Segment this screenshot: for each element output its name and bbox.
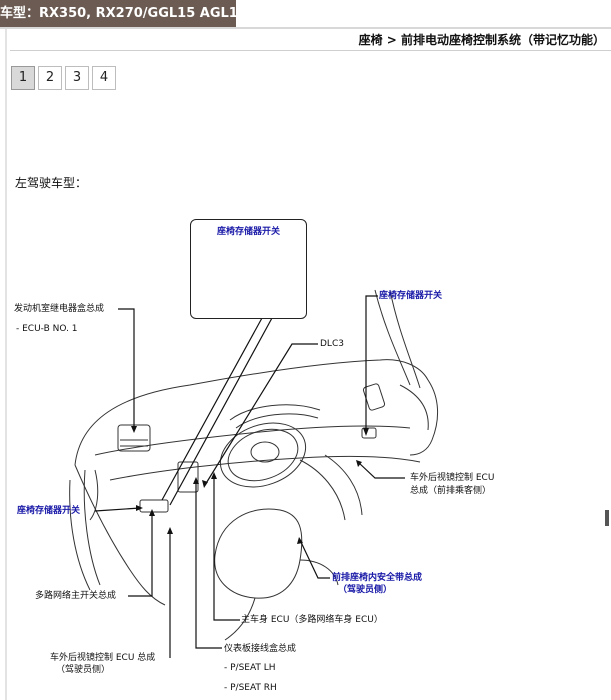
leader-inset-1 bbox=[161, 317, 263, 501]
leader-belt bbox=[299, 539, 330, 579]
label-seat-memory-switch-left: 座椅存储器开关 bbox=[17, 506, 81, 516]
steering-wheel bbox=[219, 422, 307, 488]
leader-seat-switch-right bbox=[365, 295, 378, 432]
label-main-body-ecu: 主车身 ECU（多路网络车身 ECU） bbox=[241, 615, 383, 625]
label-pseat-lh: - P/SEAT LH bbox=[224, 663, 276, 673]
leader-multiplex bbox=[128, 512, 153, 597]
label-junction-block: 仪表板接线盒总成 bbox=[224, 644, 297, 654]
leader-mirror-passenger bbox=[357, 461, 405, 479]
label-multiplex-switch: 多路网络主开关总成 bbox=[35, 591, 117, 601]
top-rule bbox=[0, 27, 611, 29]
label-seat-memory-switch-right: 座椅存储器开关 bbox=[379, 291, 443, 301]
driver-seat bbox=[214, 508, 303, 599]
label-mirror-ecu-passenger-line1: 车外后视镜控制 ECU bbox=[410, 473, 495, 483]
label-relay-box: 发动机室继电器盒总成 bbox=[14, 304, 105, 314]
left-rule bbox=[5, 29, 7, 700]
section-subtitle: 左驾驶车型： bbox=[15, 176, 88, 190]
label-mirror-ecu-driver-line2: （驾驶员侧） bbox=[56, 665, 111, 675]
seat-memory-switch-inset: 座椅存储器开关 bbox=[190, 219, 307, 319]
label-belt-assembly-line2: （驾驶员侧） bbox=[338, 585, 393, 595]
leader-dlc3 bbox=[204, 343, 318, 486]
label-dlc3: DLC3 bbox=[320, 339, 344, 349]
label-belt-assembly-line1: 前排座椅内安全带总成 bbox=[332, 573, 423, 583]
vehicle-model-text: 车型：RX350, RX270/GGL15 AGL10 bbox=[0, 6, 236, 21]
header-divider bbox=[10, 50, 611, 51]
scrollbar-thumb[interactable] bbox=[605, 510, 609, 526]
leader-inset-2 bbox=[169, 317, 273, 506]
page-button-4[interactable]: 4 bbox=[92, 66, 116, 90]
page-button-1[interactable]: 1 bbox=[11, 66, 35, 90]
label-mirror-ecu-passenger-line2: 总成（前排乘客侧） bbox=[410, 486, 492, 496]
breadcrumb[interactable]: 座椅 > 前排电动座椅控制系统（带记忆功能） bbox=[358, 33, 605, 47]
label-mirror-ecu-driver-line1: 车外后视镜控制 ECU 总成 bbox=[50, 653, 156, 663]
vehicle-model-bar: 车型：RX350, RX270/GGL15 AGL10 bbox=[0, 0, 236, 27]
leader-relay-box bbox=[118, 308, 135, 430]
leader-seat-switch-left bbox=[94, 507, 141, 512]
page-button-2[interactable]: 2 bbox=[38, 66, 62, 90]
leader-junction bbox=[195, 480, 222, 649]
page-selector: 1 2 3 4 bbox=[11, 66, 116, 90]
leader-main-ecu bbox=[213, 475, 240, 621]
page-button-3[interactable]: 3 bbox=[65, 66, 89, 90]
dashboard-outline bbox=[74, 359, 439, 466]
inset-title: 座椅存储器开关 bbox=[216, 227, 280, 237]
label-pseat-rh: - P/SEAT RH bbox=[224, 683, 277, 693]
label-ecu-b: - ECU-B NO. 1 bbox=[16, 324, 78, 334]
